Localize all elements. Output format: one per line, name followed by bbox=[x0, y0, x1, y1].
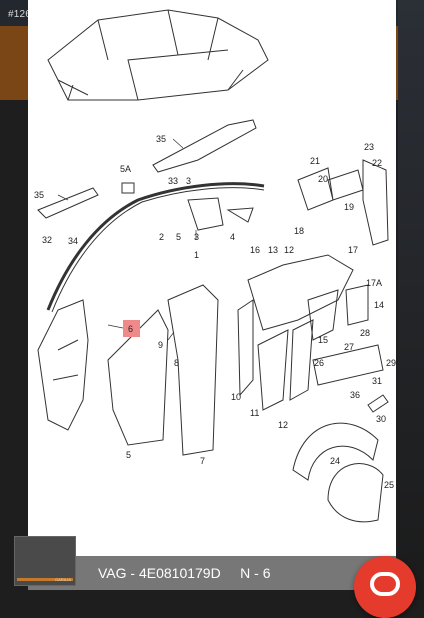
callout-11: 11 bbox=[250, 408, 260, 418]
callout-7: 7 bbox=[200, 456, 206, 466]
callout-32: 32 bbox=[42, 235, 53, 245]
callout-33: 33 bbox=[168, 176, 179, 186]
callout-3-top: 3 bbox=[186, 176, 192, 186]
callout-27: 27 bbox=[344, 342, 355, 352]
callout-31: 31 bbox=[372, 376, 383, 386]
callout-30: 30 bbox=[376, 414, 387, 424]
callout-18: 18 bbox=[294, 226, 305, 236]
part-number-caption: VAG - 4E0810179D N - 6 bbox=[98, 565, 271, 581]
callout-6-highlighted[interactable]: 6 bbox=[128, 324, 134, 334]
chat-button[interactable] bbox=[354, 556, 416, 618]
a-pillar-drawing bbox=[37, 299, 89, 431]
callout-23: 23 bbox=[364, 142, 375, 152]
part-30-drawing bbox=[367, 394, 389, 413]
callout-9: 9 bbox=[158, 340, 164, 350]
callout-2: 2 bbox=[159, 232, 165, 242]
right-edge-strip bbox=[398, 0, 424, 600]
callout-8: 8 bbox=[174, 358, 180, 368]
callout-16: 16 bbox=[250, 245, 261, 255]
callout-35-left: 35 bbox=[34, 190, 45, 200]
callout-5-mid: 5 bbox=[176, 232, 182, 242]
chat-bubble-icon bbox=[370, 572, 400, 596]
callout-29: 29 bbox=[386, 358, 397, 368]
thumbnail-text: GARAJA bbox=[55, 577, 72, 582]
callout-13-top: 13 bbox=[268, 245, 279, 255]
callout-19: 19 bbox=[344, 202, 355, 212]
callout-36: 36 bbox=[350, 390, 361, 400]
callout-4: 4 bbox=[230, 232, 236, 242]
thumbnail-image[interactable]: GARAJA bbox=[14, 536, 76, 586]
wheel-arch-drawing bbox=[292, 422, 379, 481]
callout-25: 25 bbox=[384, 480, 395, 490]
callout-21: 21 bbox=[310, 156, 321, 166]
part-5a-drawing bbox=[121, 182, 135, 194]
roof-rail-drawing bbox=[46, 182, 265, 311]
side-bracket-drawing bbox=[37, 187, 99, 219]
highlighted-callout-box[interactable] bbox=[123, 320, 140, 337]
callout-35: 35 bbox=[156, 134, 167, 144]
callout-10: 10 bbox=[231, 392, 242, 402]
callout-20: 20 bbox=[318, 174, 329, 184]
callout-28: 28 bbox=[360, 328, 371, 338]
callout-12-top: 12 bbox=[284, 245, 295, 255]
callout-14: 14 bbox=[374, 300, 385, 310]
callout-24: 24 bbox=[330, 456, 341, 466]
callout-22: 22 bbox=[372, 158, 383, 168]
roof-bracket-drawing bbox=[152, 119, 257, 173]
exploded-body-diagram bbox=[37, 9, 389, 523]
callout-3: 3 bbox=[194, 232, 200, 242]
rear-assembly-drawing bbox=[247, 254, 354, 331]
parts-diagram-image[interactable]: 35 5A 33 3 35 32 34 2 5 3 4 1 21 23 22 2… bbox=[28, 0, 396, 556]
callout-26: 26 bbox=[314, 358, 325, 368]
leader-lines bbox=[57, 138, 197, 341]
floor-plate-drawing bbox=[312, 344, 384, 386]
body-shell-drawing bbox=[47, 9, 269, 101]
thumbnail-accent bbox=[17, 578, 73, 581]
caption-bar bbox=[28, 556, 396, 590]
callout-5a: 5A bbox=[120, 164, 132, 174]
callout-17a: 17A bbox=[366, 278, 383, 288]
middle-brackets-drawing bbox=[187, 197, 254, 231]
center-pillar-drawing bbox=[167, 284, 219, 456]
callout-5-bottom: 5 bbox=[126, 450, 132, 460]
callout-15: 15 bbox=[318, 335, 329, 345]
callout-12-bottom: 12 bbox=[278, 420, 289, 430]
b-pillar-drawing bbox=[107, 309, 169, 446]
callout-1: 1 bbox=[194, 250, 200, 260]
callout-17: 17 bbox=[348, 245, 359, 255]
callout-34: 34 bbox=[68, 236, 79, 246]
